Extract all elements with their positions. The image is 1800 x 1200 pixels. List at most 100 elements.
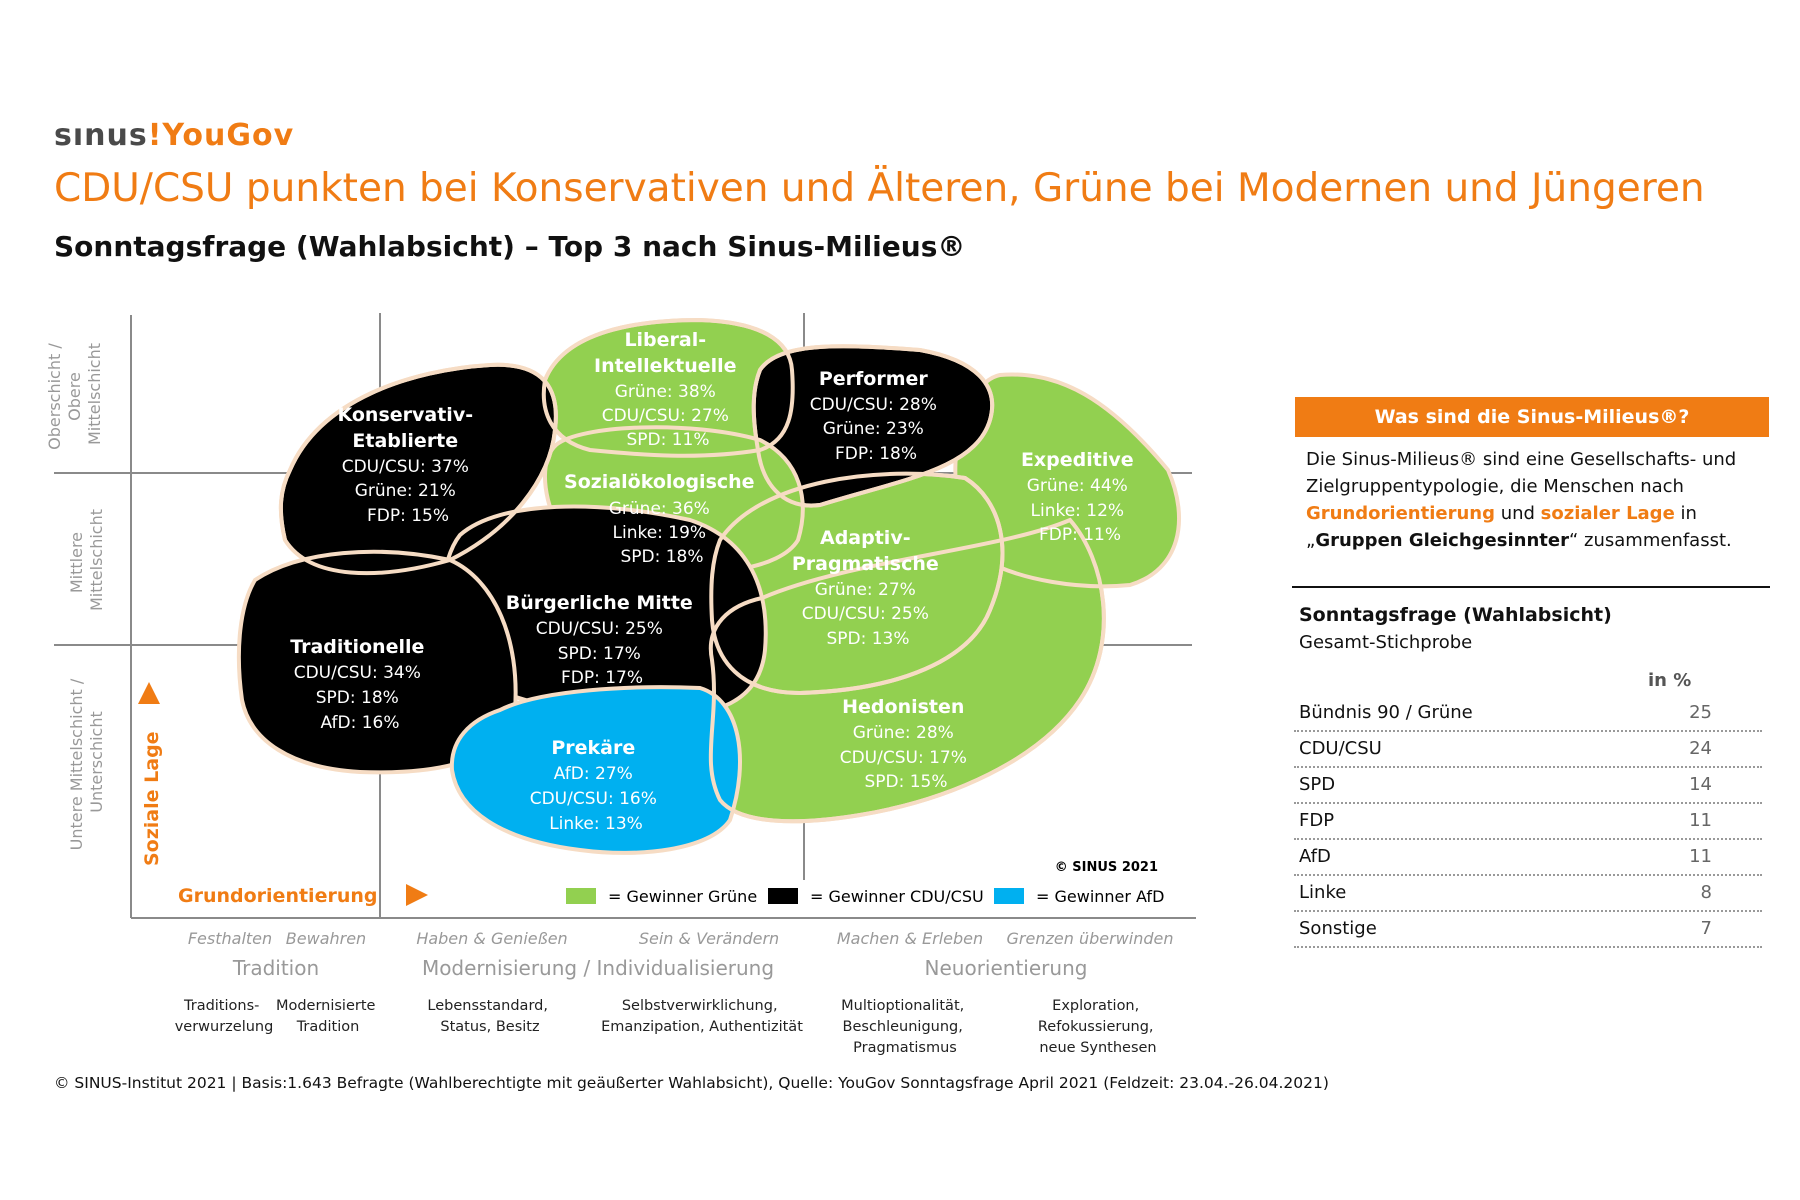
info-panel-body: Die Sinus-Milieus® sind eine Gesellschaf… (1306, 446, 1766, 554)
x-descriptions: Traditions- verwurzelung Modernisierte T… (175, 998, 1158, 1056)
outline-adaptiv (709, 471, 1005, 696)
blob-prekaere (449, 685, 742, 855)
x-desc-selbst-l1: Selbstverwirklichung, (622, 998, 778, 1014)
table-unit: in % (1648, 670, 1692, 691)
legend-swatch-cdu (768, 888, 798, 904)
row-party: Linke (1299, 882, 1347, 903)
milieu-liberal-v1: Grüne: 38% (615, 382, 716, 402)
milieu-sozialoeko: Sozialökologische Grüne: 36% Linke: 19% … (564, 471, 760, 567)
milieu-expeditive-v2: Linke: 12% (1031, 501, 1125, 521)
x-desc-exploration-l1: Exploration, (1052, 998, 1139, 1014)
row-value: 24 (1689, 738, 1712, 759)
x-desc-multi-l2: Beschleunigung, (843, 1019, 963, 1035)
milieu-outlines (278, 317, 1106, 824)
milieu-traditionelle-name: Traditionelle (290, 636, 424, 658)
row-value: 7 (1700, 918, 1712, 939)
y-band-upper: Oberschicht / Obere Mittelschicht (45, 338, 104, 450)
row-party: SPD (1299, 774, 1336, 795)
milieu-buergerlich: Bürgerliche Mitte CDU/CSU: 25% SPD: 17% … (506, 592, 698, 688)
diagram-copyright: © SINUS 2021 (1055, 860, 1158, 875)
legend-label-cdu: = Gewinner CDU/CSU (810, 887, 984, 906)
page-title: CDU/CSU punkten bei Konservativen und Äl… (54, 166, 1705, 211)
x-desc-modernisierte: Modernisierte Tradition (276, 998, 380, 1035)
panel-divider (1292, 586, 1770, 588)
row-value: 11 (1689, 810, 1712, 831)
info-quote-open: „ (1306, 530, 1316, 551)
y-band-labels: Oberschicht / Obere Mittelschicht Mittle… (45, 338, 106, 851)
y-band-middle-l1: Mittlere (67, 532, 86, 593)
milieu-liberal: Liberal- Intellektuelle Grüne: 38% CDU/C… (594, 329, 742, 450)
milieu-sozialoeko-v3: SPD: 18% (620, 547, 703, 567)
row-party: FDP (1299, 810, 1335, 831)
milieu-prekaere-v1: AfD: 27% (554, 764, 633, 784)
outline-hedonisten (708, 517, 1106, 824)
y-band-middle: Mittlere Mittelschicht (67, 509, 106, 611)
x-desc-exploration-l2: Refokussierung, (1038, 1019, 1154, 1035)
milieu-performer: Performer CDU/CSU: 28% Grüne: 23% FDP: 1… (810, 368, 943, 464)
legend-swatch-gruene (566, 888, 596, 904)
x-desc-traditions-l1: Traditions- (183, 998, 259, 1014)
milieu-prekaere-v3: Linke: 13% (549, 814, 643, 834)
table-row: Bündnis 90 / Grüne 25 (1294, 696, 1762, 732)
milieu-prekaere: Prekäre AfD: 27% CDU/CSU: 16% Linke: 13% (530, 737, 663, 834)
legend-label-gruene: = Gewinner Grüne (608, 887, 757, 906)
right-arrow-icon (406, 884, 428, 906)
milieu-performer-v2: Grüne: 23% (823, 419, 924, 439)
row-party: Bündnis 90 / Grüne (1299, 702, 1473, 723)
x-group-modernisierung: Modernisierung / Individualisierung (422, 956, 774, 980)
x-desc-multi: Multioptionalität, Beschleunigung, Pragm… (841, 998, 969, 1056)
table-subtitle: Gesamt-Stichprobe (1299, 632, 1473, 653)
milieu-hedonisten-v1: Grüne: 28% (853, 723, 954, 743)
info-text-1: Die Sinus-Milieus® sind eine Gesellschaf… (1306, 449, 1737, 497)
milieu-adaptiv-name1: Adaptiv- (820, 527, 911, 549)
milieu-expeditive-v1: Grüne: 44% (1027, 476, 1128, 496)
milieu-hedonisten: Hedonisten Grüne: 28% CDU/CSU: 17% SPD: … (840, 696, 973, 792)
y-band-lower-l2: Unterschicht (87, 711, 106, 812)
milieu-liberal-v2: CDU/CSU: 27% (602, 406, 729, 426)
x-sub-machen: Machen & Erleben (837, 929, 983, 948)
outline-performer (751, 344, 995, 508)
milieu-prekaere-v2: CDU/CSU: 16% (530, 789, 657, 809)
milieu-adaptiv-name2: Pragmatische (792, 553, 939, 575)
y-band-lower: Untere Mittelschicht / Unterschicht (67, 674, 106, 851)
row-value: 14 (1689, 774, 1712, 795)
x-desc-multi-l3: Pragmatismus (853, 1040, 957, 1056)
milieu-traditionelle: Traditionelle CDU/CSU: 34% SPD: 18% AfD:… (290, 636, 430, 733)
x-desc-lebensstandard: Lebensstandard, Status, Besitz (427, 998, 552, 1035)
row-value: 25 (1689, 702, 1712, 723)
x-group-labels: Tradition Modernisierung / Individualisi… (232, 956, 1088, 980)
milieu-buergerlich-v3: FDP: 17% (561, 668, 643, 688)
x-desc-selbst-l2: Emanzipation, Authentizität (601, 1019, 803, 1035)
milieu-hedonisten-v3: SPD: 15% (864, 772, 947, 792)
x-desc-lebensstandard-l2: Status, Besitz (440, 1019, 539, 1035)
info-keyword-gruppen: Gruppen Gleichgesinnter (1315, 530, 1569, 551)
table-row: FDP 11 (1294, 804, 1762, 840)
milieu-sozialoeko-v2: Linke: 19% (613, 523, 707, 543)
milieu-sozialoeko-name: Sozialökologische (564, 471, 755, 493)
milieu-labels: Liberal- Intellektuelle Grüne: 38% CDU/C… (290, 329, 1133, 834)
milieu-expeditive-v3: FDP: 11% (1039, 525, 1121, 545)
y-band-upper-l3: Mittelschicht (85, 343, 104, 445)
milieu-konservativ-name1: Konservativ- (337, 404, 473, 426)
milieu-konservativ-v3: FDP: 15% (367, 506, 449, 526)
x-desc-modernisierte-l1: Modernisierte (276, 998, 376, 1014)
y-band-middle-l2: Mittelschicht (87, 509, 106, 611)
x-sub-sein: Sein & Verändern (639, 929, 779, 948)
milieu-traditionelle-v2: SPD: 18% (316, 688, 399, 708)
y-axis-title: Soziale Lage (141, 731, 163, 866)
y-band-upper-l1: Oberschicht / (45, 343, 64, 450)
outline-liberal (541, 317, 795, 458)
row-party: AfD (1299, 846, 1331, 867)
x-sub-festhalten: Festhalten (188, 929, 272, 948)
legend-label-afd: = Gewinner AfD (1036, 887, 1164, 906)
milieu-buergerlich-v2: SPD: 17% (558, 644, 641, 664)
up-arrow-icon (138, 682, 160, 704)
x-axis-title: Grundorientierung (178, 885, 377, 907)
milieu-buergerlich-name: Bürgerliche Mitte (506, 592, 693, 614)
milieu-hedonisten-v2: CDU/CSU: 17% (840, 748, 967, 768)
table-title: Sonntagsfrage (Wahlabsicht) (1299, 604, 1612, 626)
x-desc-exploration: Exploration, Refokussierung, neue Synthe… (1038, 998, 1158, 1056)
